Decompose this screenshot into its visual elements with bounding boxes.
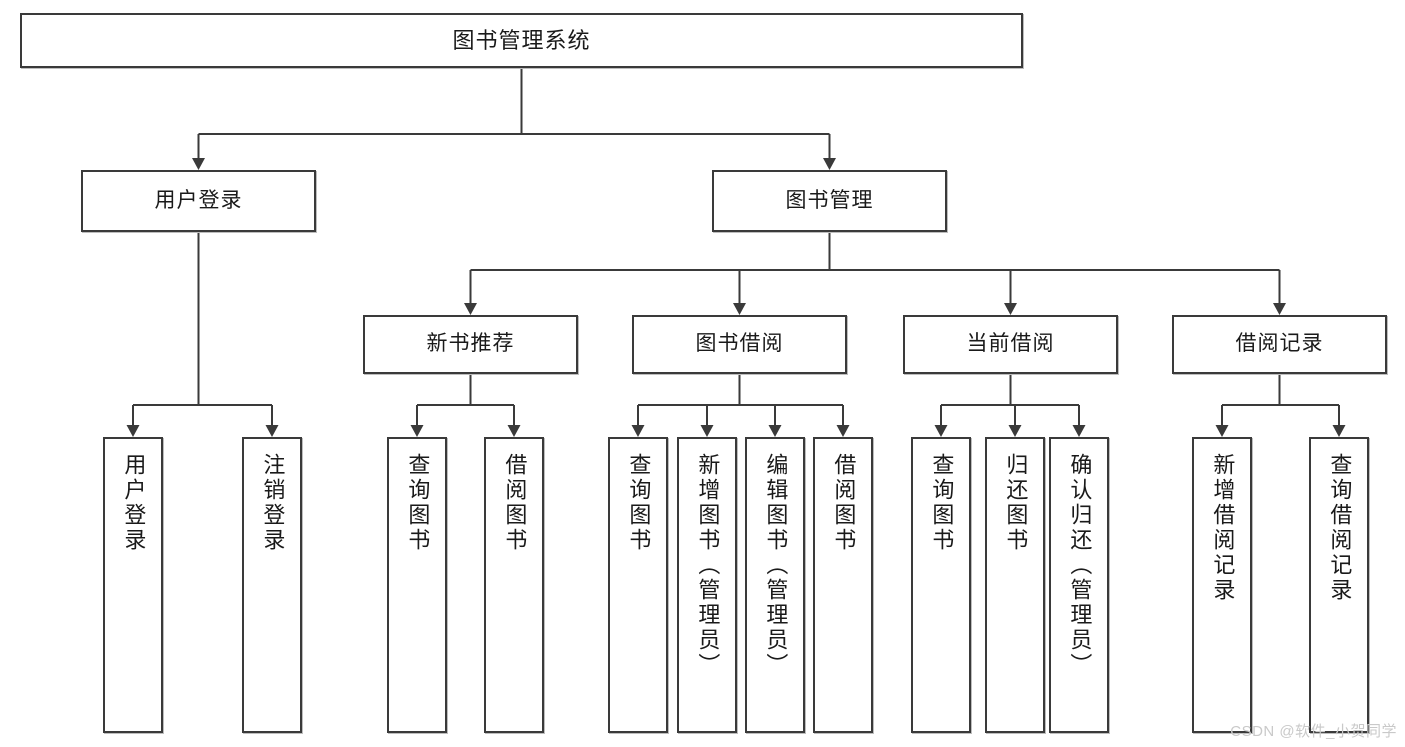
node-root[interactable]: 图书管理系统 — [20, 13, 1023, 68]
node-current-borrow[interactable]: 当前借阅 — [903, 315, 1118, 374]
node-leaf-add-book-admin-label: 新增图书（管理员） — [695, 453, 721, 678]
node-leaf-add-book-admin[interactable]: 新增图书（管理员） — [677, 437, 737, 733]
node-leaf-add-borrow-rec[interactable]: 新增借阅记录 — [1192, 437, 1252, 733]
node-leaf-borrow-book-rec-label: 借阅图书 — [502, 453, 528, 553]
node-current-borrow-label: 当前借阅 — [966, 332, 1055, 356]
node-leaf-borrow-book-rec[interactable]: 借阅图书 — [484, 437, 544, 733]
node-root-label: 图书管理系统 — [452, 27, 591, 53]
node-leaf-query-borrow-rec-label: 查询借阅记录 — [1327, 453, 1353, 603]
node-user-login[interactable]: 用户登录 — [81, 170, 316, 232]
node-leaf-confirm-return-label: 确认归还（管理员） — [1067, 453, 1093, 678]
node-leaf-query-book[interactable]: 查询图书 — [608, 437, 668, 733]
node-book-borrow[interactable]: 图书借阅 — [632, 315, 847, 374]
node-leaf-borrow-book-label: 借阅图书 — [831, 453, 857, 553]
node-leaf-user-login-label: 用户登录 — [121, 453, 147, 553]
node-leaf-edit-book-admin[interactable]: 编辑图书（管理员） — [745, 437, 805, 733]
node-leaf-user-logout-label: 注销登录 — [260, 453, 286, 553]
node-borrow-record-label: 借阅记录 — [1235, 332, 1324, 356]
node-leaf-query-borrow-rec[interactable]: 查询借阅记录 — [1309, 437, 1369, 733]
node-leaf-confirm-return[interactable]: 确认归还（管理员） — [1049, 437, 1109, 733]
node-leaf-user-login[interactable]: 用户登录 — [103, 437, 163, 733]
node-leaf-user-logout[interactable]: 注销登录 — [242, 437, 302, 733]
node-leaf-return-book[interactable]: 归还图书 — [985, 437, 1045, 733]
node-leaf-query-book-cur[interactable]: 查询图书 — [911, 437, 971, 733]
node-book-manage-label: 图书管理 — [785, 188, 874, 212]
node-leaf-edit-book-admin-label: 编辑图书（管理员） — [763, 453, 789, 678]
node-new-book-rec-label: 新书推荐 — [426, 332, 515, 356]
node-new-book-rec[interactable]: 新书推荐 — [363, 315, 578, 374]
node-book-manage[interactable]: 图书管理 — [712, 170, 947, 232]
node-leaf-borrow-book[interactable]: 借阅图书 — [813, 437, 873, 733]
node-leaf-return-book-label: 归还图书 — [1003, 453, 1029, 553]
node-borrow-record[interactable]: 借阅记录 — [1172, 315, 1387, 374]
node-leaf-query-book-cur-label: 查询图书 — [929, 453, 955, 553]
node-book-borrow-label: 图书借阅 — [695, 332, 784, 356]
node-leaf-query-book-label: 查询图书 — [626, 453, 652, 553]
node-user-login-label: 用户登录 — [154, 188, 243, 212]
node-leaf-query-book-rec[interactable]: 查询图书 — [387, 437, 447, 733]
node-leaf-query-book-rec-label: 查询图书 — [405, 453, 431, 553]
node-leaf-add-borrow-rec-label: 新增借阅记录 — [1210, 453, 1236, 603]
watermark-label: CSDN @软件_小贺同学 — [1230, 723, 1397, 740]
